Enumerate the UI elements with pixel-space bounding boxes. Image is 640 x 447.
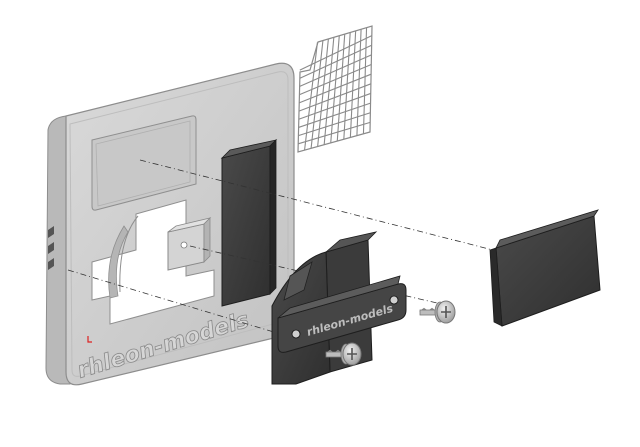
grid-bar <box>298 112 371 137</box>
origin-mark <box>87 336 92 343</box>
grid-bar <box>362 27 368 134</box>
clip-bracket: rhleon-models <box>271 231 407 385</box>
bracket-hole <box>291 329 301 339</box>
grid-bar <box>299 35 373 71</box>
grid-bar <box>298 73 372 104</box>
grid-bar <box>298 102 371 128</box>
side-slots <box>48 226 54 270</box>
screw <box>419 300 456 324</box>
grid-bar <box>299 54 372 88</box>
grid-bar <box>299 44 372 79</box>
grid-bar <box>298 121 371 145</box>
screw <box>325 342 362 366</box>
grid-bar <box>349 30 357 138</box>
alignment-line <box>139 159 541 263</box>
base-plate: rhleon-models <box>45 62 295 386</box>
dark-pad <box>220 139 278 307</box>
grid-bar <box>343 32 351 140</box>
grid-bar <box>299 64 372 96</box>
grid-bar <box>303 42 319 151</box>
ventilation-grid <box>297 25 373 153</box>
grid-bar <box>298 92 371 120</box>
grid-bar <box>298 83 372 112</box>
bracket-hole <box>389 295 399 305</box>
end-cap <box>489 209 601 327</box>
grid-bar <box>356 29 362 136</box>
